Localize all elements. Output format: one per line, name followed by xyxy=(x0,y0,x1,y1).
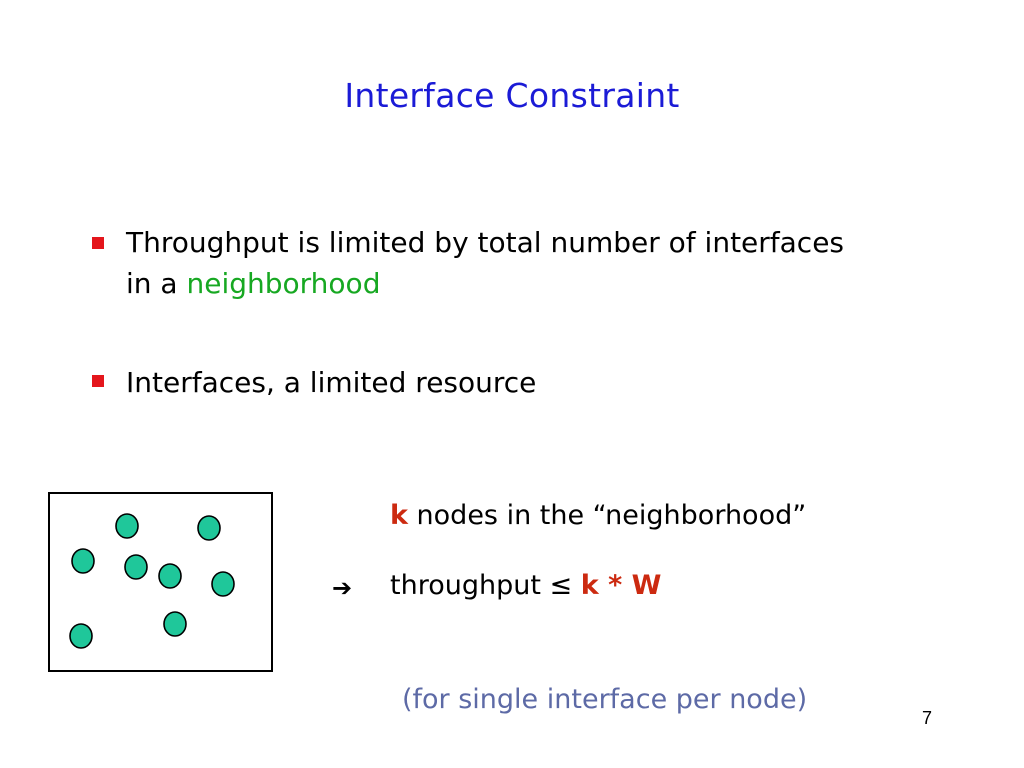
bullet-text: Throughput is limited by total number of… xyxy=(126,222,844,304)
slide-title: Interface Constraint xyxy=(344,76,680,115)
node-circle xyxy=(211,571,235,597)
footnote: (for single interface per node) xyxy=(402,684,808,715)
nodes-svg xyxy=(69,513,235,649)
node-circle xyxy=(69,623,93,649)
node-circle xyxy=(124,554,148,580)
neighborhood-statement-text: nodes in the “neighborhood” xyxy=(407,500,807,531)
node-circle xyxy=(197,515,221,541)
node-circle xyxy=(71,548,95,574)
throughput-formula: k * W xyxy=(580,570,662,601)
highlight-neighborhood: neighborhood xyxy=(186,267,381,300)
k-variable: k xyxy=(390,500,408,531)
throughput-text: throughput ≤ xyxy=(390,570,581,601)
bullet-square-icon xyxy=(92,375,104,387)
bullet-text: Interfaces, a limited resource xyxy=(126,366,537,399)
throughput-statement: throughput ≤ k * W xyxy=(390,570,661,601)
neighborhood-statement: k nodes in the “neighborhood” xyxy=(390,500,806,531)
bullet-line-2-prefix: in a xyxy=(126,267,187,300)
node-circle xyxy=(163,611,187,637)
arrow-right-icon: ➔ xyxy=(332,574,353,602)
neighborhood-diagram xyxy=(48,492,273,672)
bullet-line-1: Throughput is limited by total number of… xyxy=(126,226,845,259)
node-circle xyxy=(158,563,182,589)
bullet-square-icon xyxy=(92,237,104,249)
node-circle xyxy=(115,513,139,539)
page-number: 7 xyxy=(922,708,933,728)
